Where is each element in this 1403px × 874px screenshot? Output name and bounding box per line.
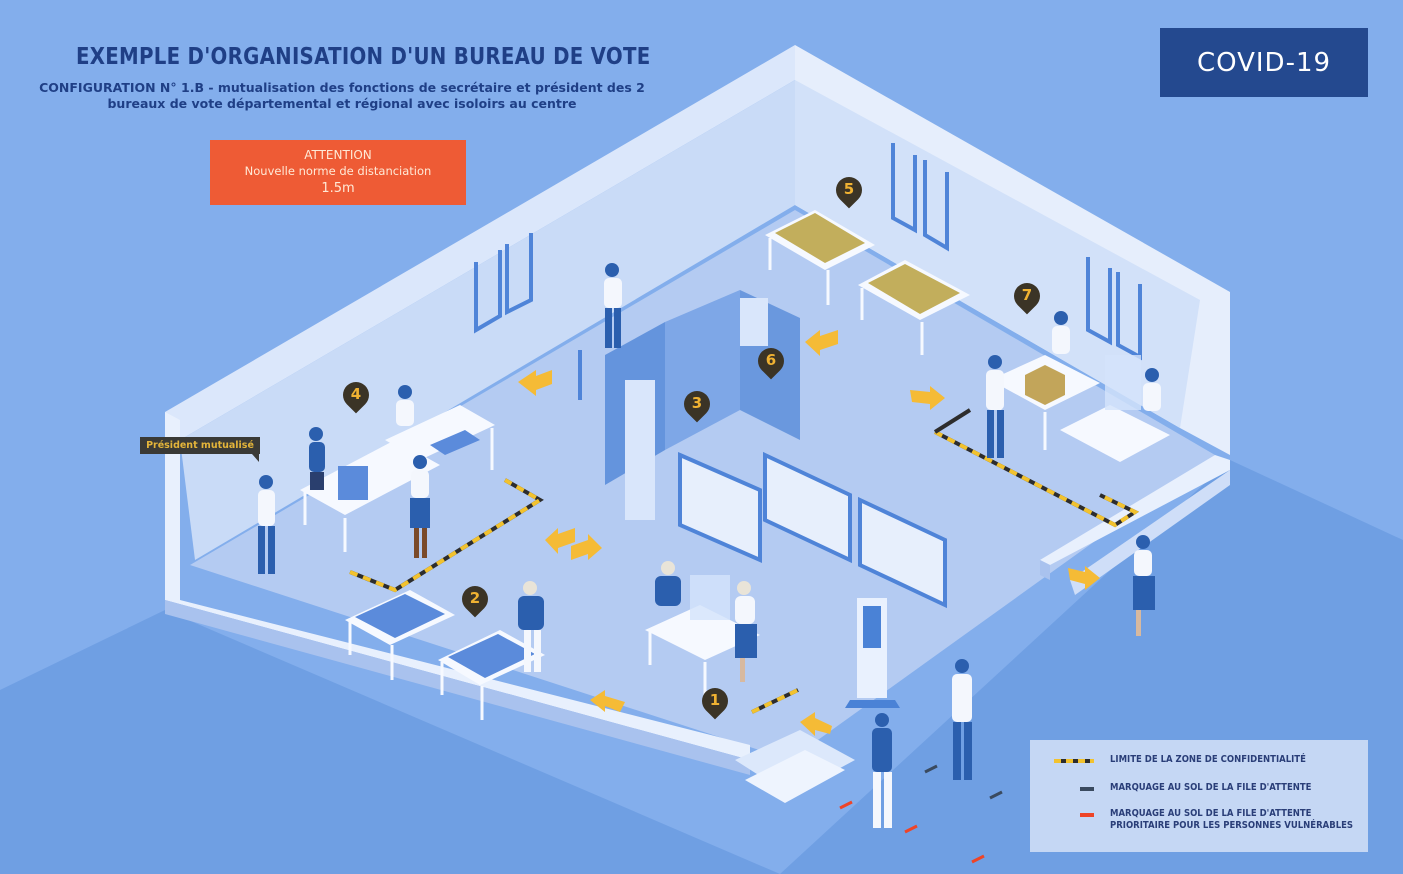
window-right <box>1086 257 1142 361</box>
legend-item-queue: MARQUAGE AU SOL DE LA FILE D'ATTENTE <box>1054 782 1403 794</box>
window-back <box>891 143 949 252</box>
president-callout-tail <box>252 454 259 462</box>
ballot-table-2a <box>345 590 455 680</box>
ballot-table-2b <box>438 630 545 720</box>
ballot-box-table <box>990 355 1170 462</box>
marker-5-label: 5 <box>843 180 855 198</box>
legend-label: LIMITE DE LA ZONE DE CONFIDENTIALITÉ <box>1110 754 1306 765</box>
ballot-table-5a <box>765 210 875 305</box>
entry-table <box>645 575 760 700</box>
direction-arrows <box>518 330 1100 736</box>
voting-booths <box>605 290 800 520</box>
page-subtitle: CONFIGURATION N° 1.B - mutualisation des… <box>39 80 645 111</box>
marker-6: 6 <box>752 342 790 382</box>
legend-item-confidentiality: LIMITE DE LA ZONE DE CONFIDENTIALITÉ <box>1054 754 1403 766</box>
marker-1: 1 <box>696 682 734 722</box>
window-left <box>474 233 533 334</box>
marker-5: 5 <box>830 171 868 211</box>
registration-tables <box>300 405 495 552</box>
legend-item-priority-queue: MARQUAGE AU SOL DE LA FILE D'ATTENTE PRI… <box>1054 808 1403 832</box>
attention-box: ATTENTION Nouvelle norme de distanciatio… <box>210 140 466 205</box>
attention-text: Nouvelle norme de distanciation <box>244 164 432 178</box>
info-kiosk <box>845 598 900 708</box>
queue-marking-swatch <box>1080 787 1094 791</box>
people <box>258 263 1161 828</box>
marker-6-label: 6 <box>765 351 777 369</box>
legend-label: MARQUAGE AU SOL DE LA FILE D'ATTENTE PRI… <box>1110 808 1354 831</box>
president-callout: Président mutualisé <box>140 437 260 454</box>
legend: LIMITE DE LA ZONE DE CONFIDENTIALITÉ MAR… <box>1030 740 1368 852</box>
marker-3-label: 3 <box>691 394 703 412</box>
marker-2-label: 2 <box>469 589 481 607</box>
priority-marking-swatch <box>1080 813 1094 817</box>
confidentiality-line-swatch <box>1054 759 1094 763</box>
marker-4: 4 <box>337 376 375 416</box>
ballot-table-5b <box>858 260 970 355</box>
attention-title: ATTENTION <box>304 148 372 162</box>
marker-3: 3 <box>678 385 716 425</box>
page-title: EXEMPLE D'ORGANISATION D'UN BUREAU DE VO… <box>76 44 651 70</box>
legend-label: MARQUAGE AU SOL DE LA FILE D'ATTENTE <box>1110 782 1312 793</box>
marker-2: 2 <box>456 580 494 620</box>
covid-badge: COVID-19 <box>1160 28 1368 97</box>
barriers <box>578 350 947 609</box>
marker-7: 7 <box>1008 277 1046 317</box>
left-wall <box>165 45 795 440</box>
marker-1-label: 1 <box>709 691 721 709</box>
marker-7-label: 7 <box>1021 286 1033 304</box>
attention-value: 1.5m <box>321 181 355 196</box>
queue-markings <box>839 764 1003 864</box>
marker-4-label: 4 <box>350 385 362 403</box>
confidentiality-limit <box>349 408 1140 714</box>
